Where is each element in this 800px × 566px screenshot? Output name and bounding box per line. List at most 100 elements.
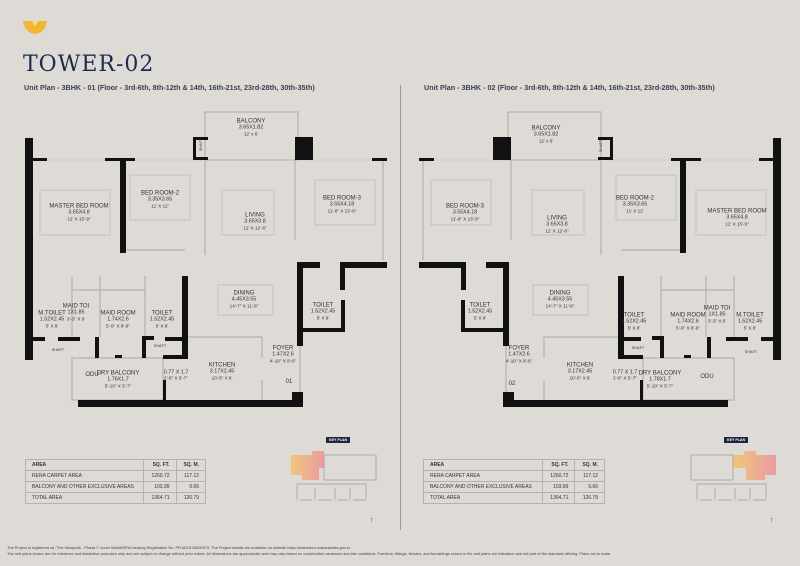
table-cell: 1260.72	[542, 470, 576, 482]
room-imperial: 14'-7" X 11'-8"	[229, 303, 259, 309]
room-label-shaft: SHAFT	[52, 347, 64, 353]
room-metric: 1.52X2.45	[737, 318, 763, 325]
room-name: SHAFT	[744, 349, 758, 354]
table-cell: 9.66	[175, 481, 207, 493]
room-metric: 1.52X2.45	[39, 316, 65, 323]
room-name: TOILET	[623, 312, 645, 319]
table-cell: TOTAL AREA	[422, 492, 544, 504]
room-imperial: 4'-10" X 8'-6"	[505, 358, 533, 364]
room-name: SHAFT	[153, 343, 167, 348]
table-header-cell: AREA	[24, 459, 145, 471]
table-header-cell: SQ. M.	[574, 459, 605, 471]
room-name: MASTER BED ROOM	[707, 208, 767, 215]
room-metric: 3.35X3.65	[622, 201, 648, 208]
room-metric: 3.55X4.18	[452, 209, 478, 216]
table-header-cell: SQ. M.	[175, 459, 207, 471]
room-metric: 3.55X4.18	[329, 201, 355, 208]
room-imperial: 2'-6" X 5'-7"	[613, 376, 637, 381]
room-name: MAID TOI	[703, 305, 731, 312]
table-cell: TOTAL AREA	[24, 492, 145, 504]
room-name: BED ROOM-3	[445, 203, 485, 210]
room-name: M.TOILET	[736, 312, 764, 319]
room-metric: 1.76X1.7	[107, 376, 129, 383]
room-name: FOYER	[272, 345, 294, 352]
room-imperial: 5'-10" X 5'-7"	[646, 383, 674, 389]
room-imperial: 14'-7" X 11'-8"	[545, 303, 575, 309]
room-name: DRY BALCONY	[638, 370, 682, 377]
table-cell: 9.66	[574, 481, 605, 493]
room-imperial: 5' X 8'	[155, 323, 169, 329]
table-cell: 126.79	[175, 492, 207, 504]
room-imperial: 11'-8" X 13'-9"	[327, 208, 357, 214]
table-cell: RERA CARPET AREA	[422, 470, 544, 482]
table-header-cell: AREA	[422, 459, 544, 471]
room-name: BED ROOM-3	[322, 195, 362, 202]
room-name: BALCONY	[531, 125, 561, 132]
room-name: KITCHEN	[566, 362, 594, 369]
room-name: MAID TOI	[62, 303, 90, 310]
room-imperial: 12' x 6'	[243, 131, 259, 137]
room-label-odu: ODU	[85, 372, 98, 378]
room-metric: 3.65X4.8	[726, 214, 748, 221]
room-imperial: 5' X 8'	[743, 325, 757, 331]
room-label-shaft: SHAFT	[595, 140, 607, 152]
room-metric: 1.78X1.7	[649, 376, 671, 383]
room-name: TOILET	[151, 310, 173, 317]
room-name: TOILET	[469, 302, 491, 309]
room-metric: 3.65X4.8	[68, 209, 90, 216]
north-arrow-icon: ↑	[770, 517, 774, 524]
room-metric: 3.65X3.8	[244, 218, 266, 225]
room-metric: 3.65X3.8	[546, 221, 568, 228]
room-imperial: 12' x 6'	[538, 138, 554, 144]
room-metric: 0.77 X 1.7	[163, 369, 189, 376]
room-name: SHAFT	[51, 347, 65, 352]
room-imperial: 5' X 8'	[45, 323, 59, 329]
room-name: LIVING	[547, 215, 567, 222]
room-name: DINING	[549, 290, 571, 297]
room-name: ODU	[700, 373, 714, 380]
floor-plan-02-walls	[418, 111, 782, 408]
table-cell: 117.12	[574, 470, 605, 482]
room-metric: 1.52X2.45	[310, 308, 336, 315]
room-metric: 1X1.85	[67, 309, 85, 316]
room-imperial: 2'-6" X 5'-7"	[164, 376, 188, 381]
room-imperial: 12' X 15'-9"	[67, 216, 91, 222]
unit-plan-subtitle-01: Unit Plan - 3BHK - 01 (Floor - 3rd-6th, …	[24, 83, 315, 92]
room-imperial: 3'-3" X 6'	[66, 316, 86, 322]
page-title: TOWER-02	[23, 52, 155, 77]
room-name: MAID ROOM	[670, 312, 706, 319]
room-metric: 1.74X2.6	[677, 318, 699, 325]
room-metric: 1.47X2.6	[272, 351, 294, 358]
room-imperial: 3'-3" X 6'	[707, 318, 727, 324]
table-cell: 117.12	[175, 470, 207, 482]
room-metric: 1.52X2.45	[467, 308, 493, 315]
table-cell: 103.99	[542, 481, 576, 493]
room-imperial: 10'-5" X 8'	[211, 375, 233, 381]
table-cell: 126.79	[574, 492, 605, 504]
room-label-odu: ODU	[700, 374, 713, 380]
room-imperial: 5'-10" X 5'-7"	[104, 383, 132, 389]
room-name: LIVING	[245, 212, 265, 219]
